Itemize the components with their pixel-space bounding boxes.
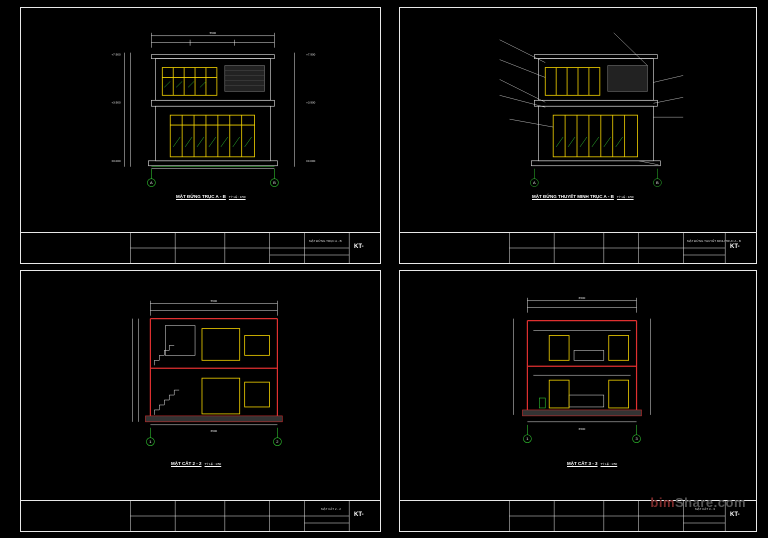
- sheet-elevation-a-b: A B 5500 +7.900 +3.900 ±0.000 +7.900 +3.…: [20, 7, 381, 264]
- axis-b-label: B: [273, 180, 276, 185]
- title-block: MẶT ĐỨNG THUYẾT MINH TRỤC A - B KT-: [400, 232, 756, 263]
- tb-drawing-name: MẶT CẮT 3 - 3: [695, 507, 715, 511]
- level-top: +7.900: [111, 53, 121, 57]
- axis-b-label: B: [656, 180, 659, 185]
- dim-overall: 6500: [579, 296, 586, 300]
- axis-2-label: 2: [276, 439, 278, 444]
- watermark: bimShare.com: [650, 495, 746, 510]
- title-block: MẶT CẮT 2 - 2 KT-: [21, 500, 380, 531]
- title-block: MẶT ĐỨNG TRỤC A - B KT-: [21, 232, 380, 263]
- dim-bottom: 6500: [579, 427, 586, 431]
- tb-drawing-name: MẶT CẮT 2 - 2: [321, 507, 341, 511]
- tb-drawing-name: MẶT ĐỨNG TRỤC A - B: [309, 239, 342, 243]
- dim-bottom: 6500: [211, 429, 218, 433]
- elevation-annotated-drawing: A B: [499, 32, 684, 187]
- dim-overall: 5500: [211, 299, 218, 303]
- elevation-a-b-drawing: A B 5500 +7.900 +3.900 ±0.000 +7.900 +3.…: [111, 31, 316, 187]
- dim-overall: 5500: [210, 31, 217, 35]
- tb-sheet-no: KT-: [730, 512, 740, 518]
- level-top-right: +7.900: [306, 53, 316, 57]
- axis-1-label: 1: [526, 436, 528, 441]
- axis-3-label: 3: [635, 436, 638, 441]
- section-3-3-drawing: 1 3 6500 6500: [513, 296, 651, 443]
- level-mid-right: +3.900: [306, 100, 316, 104]
- axis-1-label: 1: [149, 439, 151, 444]
- level-ground: ±0.000: [112, 159, 121, 163]
- level-ground-right: ±0.000: [306, 159, 315, 163]
- title-block: MẶT CẮT 3 - 3 KT-: [400, 500, 756, 531]
- axis-a-label: A: [150, 180, 153, 185]
- tb-drawing-name: MẶT ĐỨNG THUYẾT MINH TRỤC A - B: [687, 239, 741, 243]
- tb-sheet-no: KT-: [730, 244, 740, 250]
- tb-sheet-no: KT-: [354, 244, 364, 250]
- section-2-2-drawing: 1 2 5500 6500: [132, 299, 283, 446]
- axis-a-label: A: [533, 180, 536, 185]
- tb-sheet-no: KT-: [354, 512, 364, 518]
- level-mid: +3.900: [111, 100, 121, 104]
